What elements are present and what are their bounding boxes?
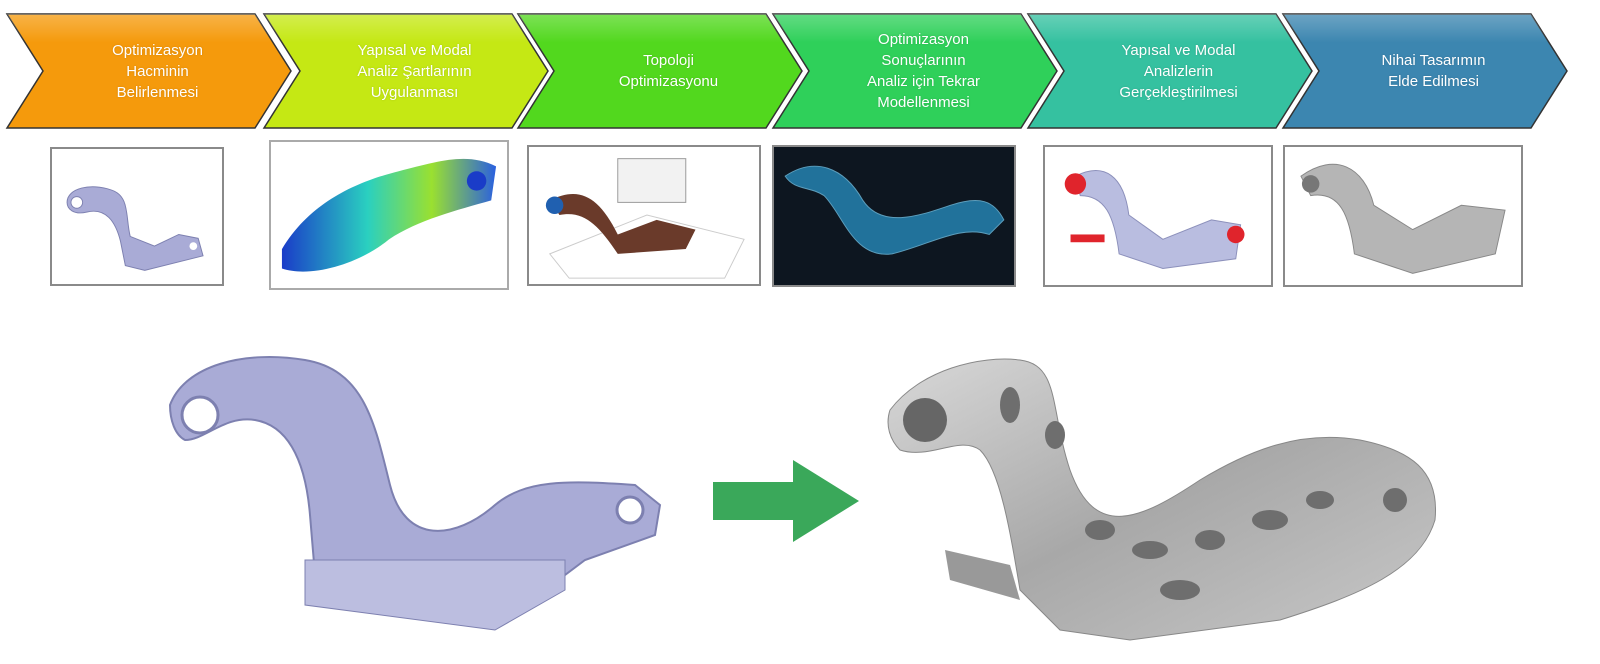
thumbnail-topology-optimization [527, 145, 761, 286]
original-bracket-image [165, 345, 670, 635]
process-step-2: Yapısal ve Modal Analiz Şartlarının Uygu… [262, 12, 552, 130]
process-step-5: Yapısal ve Modal Analizlerin Gerçekleşti… [1026, 12, 1316, 130]
process-step-1: Optimizasyon Hacminin Belirlenmesi [5, 12, 295, 130]
process-step-4: Optimizasyon Sonuçlarının Analiz için Te… [771, 12, 1061, 130]
process-step-label: Nihai Tasarımın Elde Edilmesi [1381, 52, 1486, 90]
process-step-label: Optimizasyon Hacminin Belirlenmesi [112, 41, 203, 101]
process-step-label: Topoloji Optimizasyonu [618, 52, 719, 90]
transformation-arrow [713, 460, 859, 542]
process-step-label: Optimizasyon Sonuçlarının Analiz için Te… [866, 31, 981, 111]
thumbnail-structural-analysis [1043, 145, 1273, 287]
thumbnail-fea-analysis [269, 140, 509, 290]
process-step-6: Nihai Tasarımın Elde Edilmesi [1281, 12, 1571, 130]
process-step-label: Yapısal ve Modal Analizlerin Gerçekleşti… [1119, 41, 1238, 101]
optimized-bracket-image [880, 350, 1450, 645]
thumbnail-final-part [1283, 145, 1523, 287]
thumbnail-remodeled-lattice [772, 145, 1016, 287]
process-step-3: Topoloji Optimizasyonu [516, 12, 806, 130]
process-step-label: Yapısal ve Modal Analiz Şartlarının Uygu… [357, 41, 472, 101]
thumbnail-initial-design [50, 147, 224, 286]
